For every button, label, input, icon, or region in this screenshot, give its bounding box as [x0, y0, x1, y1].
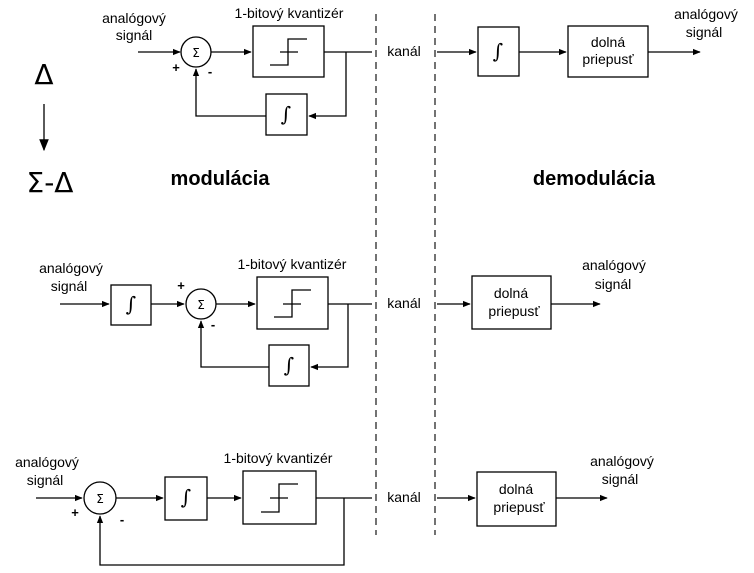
- modulation-heading: modulácia: [171, 168, 271, 190]
- row1-quantizer-label: 1-bitový kvantizér: [235, 5, 344, 21]
- row3-sum-symbol: Σ: [96, 492, 104, 506]
- row2-feedback-to-sum: [197, 320, 269, 368]
- row1-input-label-line2: signál: [116, 27, 153, 43]
- row2-minus-sign: -: [211, 317, 215, 332]
- row2-input-label-line2: signál: [51, 278, 88, 294]
- row1-demod-integral-symbol: ∫: [493, 39, 503, 63]
- row2-input-integral-symbol: ∫: [126, 292, 136, 316]
- row2-output-label-line1: analógový: [582, 257, 646, 273]
- row3-quantizer-label: 1-bitový kvantizér: [224, 450, 333, 466]
- row1-input-label-line1: analógový: [102, 10, 166, 26]
- row3-integral-symbol: ∫: [181, 485, 191, 509]
- row3-input-label-line1: analógový: [15, 454, 79, 470]
- row3-output-label-line2: signál: [602, 471, 639, 487]
- row1-sum-symbol: Σ: [192, 46, 200, 60]
- delta-modulator-row: analógový signál Σ + - 1-bitový kvantizé…: [102, 5, 738, 136]
- row1-demod-integrator-block: [477, 26, 520, 77]
- row3-integrator-block: [164, 476, 208, 521]
- row1-feedback-integral-symbol: ∫: [281, 102, 291, 126]
- row2-lowpass-block: [471, 275, 552, 330]
- row1-lowpass-label-line2: priepusť: [582, 51, 634, 67]
- row1-output-label-line2: signál: [686, 24, 723, 40]
- sigma-delta-modulator-row-b: analógový signál Σ + - ∫ 1-bitový kvanti…: [15, 450, 654, 566]
- row2-sum-symbol: Σ: [197, 298, 205, 312]
- row3-minus-sign: -: [120, 512, 124, 527]
- row3-feedback-path: [96, 498, 345, 566]
- sigma-delta-label: Σ-Δ: [27, 166, 74, 199]
- row1-lowpass-label-line1: dolná: [591, 34, 625, 50]
- row3-plus-sign: +: [71, 505, 79, 520]
- row1-plus-sign: +: [172, 60, 180, 75]
- row2-input-integrator-block: [110, 284, 152, 326]
- row2-feedback-to-integrator: [310, 304, 349, 371]
- row1-output-label-line1: analógový: [674, 6, 738, 22]
- row1-channel-label: kanál: [387, 43, 420, 59]
- row3-input-label-line2: signál: [27, 472, 64, 488]
- row3-lowpass-label-line2: priepusť: [493, 499, 545, 515]
- row2-feedback-integrator-block: [268, 344, 310, 387]
- row3-lowpass-block: [476, 471, 557, 527]
- row2-channel-label: kanál: [387, 295, 420, 311]
- row2-input-label-line1: analógový: [39, 260, 103, 276]
- row2-lowpass-label-line1: dolná: [494, 285, 528, 301]
- delta-label: Δ: [34, 58, 53, 91]
- row2-plus-sign: +: [177, 278, 185, 293]
- row1-feedback-to-sum: [192, 68, 266, 117]
- row1-lowpass-block: [567, 25, 649, 78]
- row3-lowpass-label-line1: dolná: [499, 481, 533, 497]
- sigma-delta-modulator-row-a: analógový signál ∫ Σ + - 1-bitový kvanti…: [39, 256, 646, 387]
- row3-output-label-line1: analógový: [590, 453, 654, 469]
- row2-lowpass-label-line2: priepusť: [488, 303, 540, 319]
- demodulation-heading: demodulácia: [533, 168, 656, 190]
- row2-feedback-integral-symbol: ∫: [284, 353, 294, 377]
- row2-output-label-line2: signál: [595, 276, 632, 292]
- row2-quantizer-label: 1-bitový kvantizér: [238, 256, 347, 272]
- row1-feedback-integrator-block: [265, 93, 308, 136]
- row1-minus-sign: -: [208, 64, 212, 79]
- row1-feedback-to-integrator: [308, 52, 347, 120]
- row3-channel-label: kanál: [387, 489, 420, 505]
